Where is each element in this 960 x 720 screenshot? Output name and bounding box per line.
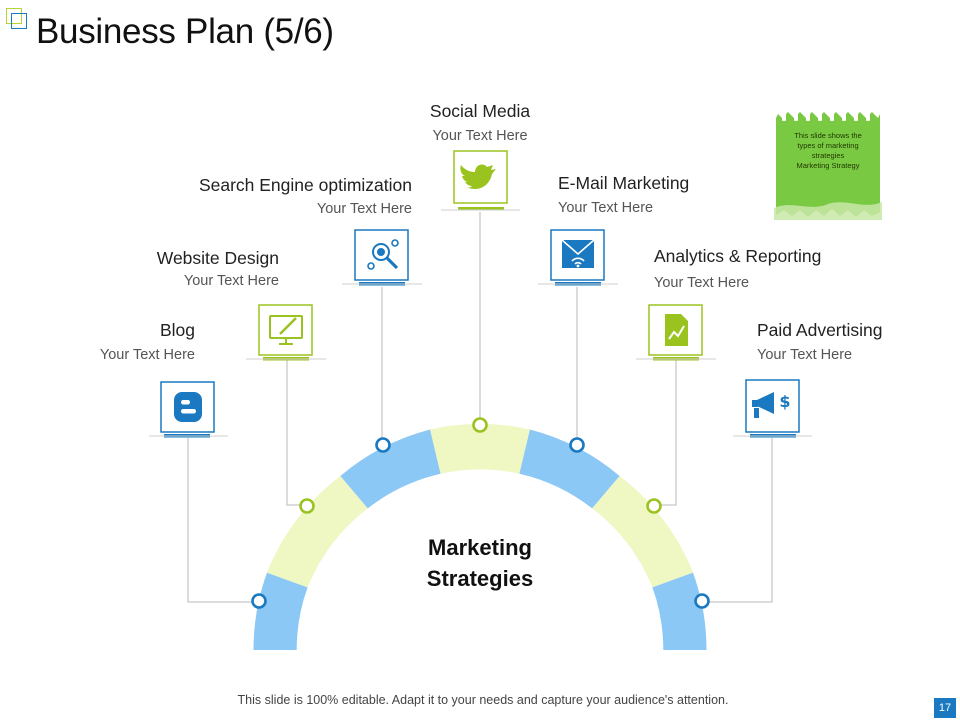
- logo-mark: [6, 8, 30, 32]
- label-analytics-sub: Your Text Here: [654, 275, 750, 291]
- marker-blog: [251, 593, 267, 609]
- marker-analytics: [646, 498, 662, 514]
- arc-segment-1: [253, 572, 308, 650]
- monitor-pen-icon: [269, 315, 303, 345]
- connector-analytics: [654, 360, 677, 506]
- label-blog-title: Blog: [159, 320, 195, 340]
- note-line-4: Marketing Strategy: [796, 161, 860, 170]
- note-line-1: This slide shows the: [794, 131, 862, 140]
- connector-website-design: [286, 360, 307, 506]
- center-label-line1: Marketing: [428, 535, 532, 560]
- marker-website-design: [299, 498, 315, 514]
- page-number: 17: [934, 698, 956, 718]
- arc-segment-5: [519, 429, 620, 509]
- sticky-note-text: This slide shows the types of marketing …: [781, 131, 875, 171]
- label-blog-sub: Your Text Here: [99, 347, 195, 363]
- label-paid-advertising-title: Paid Advertising: [757, 320, 883, 340]
- icon-box-social-media[interactable]: [441, 150, 520, 211]
- arc-segment-6: [592, 476, 693, 588]
- svg-text:$: $: [779, 392, 790, 411]
- label-email-marketing-sub: Your Text Here: [558, 200, 654, 216]
- arc-segment-3: [340, 429, 441, 509]
- label-seo-title: Search Engine optimization: [198, 175, 412, 195]
- megaphone-dollar-icon: $: [752, 392, 791, 418]
- note-line-2: types of marketing: [797, 141, 859, 150]
- icon-box-website-design[interactable]: [246, 304, 326, 361]
- document-chart-icon: [665, 314, 688, 346]
- connector-blog: [187, 438, 259, 603]
- center-label: Marketing Strategies: [380, 532, 580, 594]
- page-title: Business Plan (5/6): [36, 12, 334, 51]
- label-seo-sub: Your Text Here: [316, 201, 412, 217]
- icon-box-email-marketing[interactable]: [538, 229, 618, 286]
- arc-markers: [251, 417, 710, 609]
- marker-seo: [375, 437, 391, 453]
- icon-box-paid-advertising[interactable]: $: [733, 379, 812, 438]
- twitter-bird-icon: [460, 164, 496, 190]
- envelope-wifi-icon: [561, 239, 595, 268]
- label-analytics-title: Analytics & Reporting: [654, 246, 822, 266]
- marker-paid-advertising: [694, 593, 710, 609]
- note-line-3: strategies: [811, 151, 845, 160]
- label-social-media-sub: Your Text Here: [432, 128, 528, 144]
- marker-email-marketing: [569, 437, 585, 453]
- arc-segment-7: [652, 572, 707, 650]
- label-paid-advertising-sub: Your Text Here: [757, 347, 853, 363]
- sticky-note: [774, 112, 882, 220]
- footer-text: This slide is 100% editable. Adapt it to…: [237, 693, 729, 707]
- connector-paid-advertising: [702, 438, 773, 603]
- label-website-design-sub: Your Text Here: [183, 273, 279, 289]
- label-social-media-title: Social Media: [429, 101, 531, 121]
- arc-ring: [253, 423, 707, 650]
- blogger-icon: [174, 392, 202, 422]
- arc-segment-4: [430, 423, 530, 474]
- marker-social-media: [472, 417, 488, 433]
- icon-box-seo[interactable]: [342, 229, 422, 286]
- arc-segment-2: [267, 476, 368, 588]
- seo-gear-search-icon: [367, 239, 399, 270]
- center-label-line2: Strategies: [426, 566, 534, 591]
- icon-box-analytics[interactable]: [636, 304, 716, 361]
- label-email-marketing-title: E-Mail Marketing: [558, 173, 690, 193]
- label-website-design-title: Website Design: [156, 248, 279, 268]
- icon-box-blog[interactable]: [149, 381, 228, 438]
